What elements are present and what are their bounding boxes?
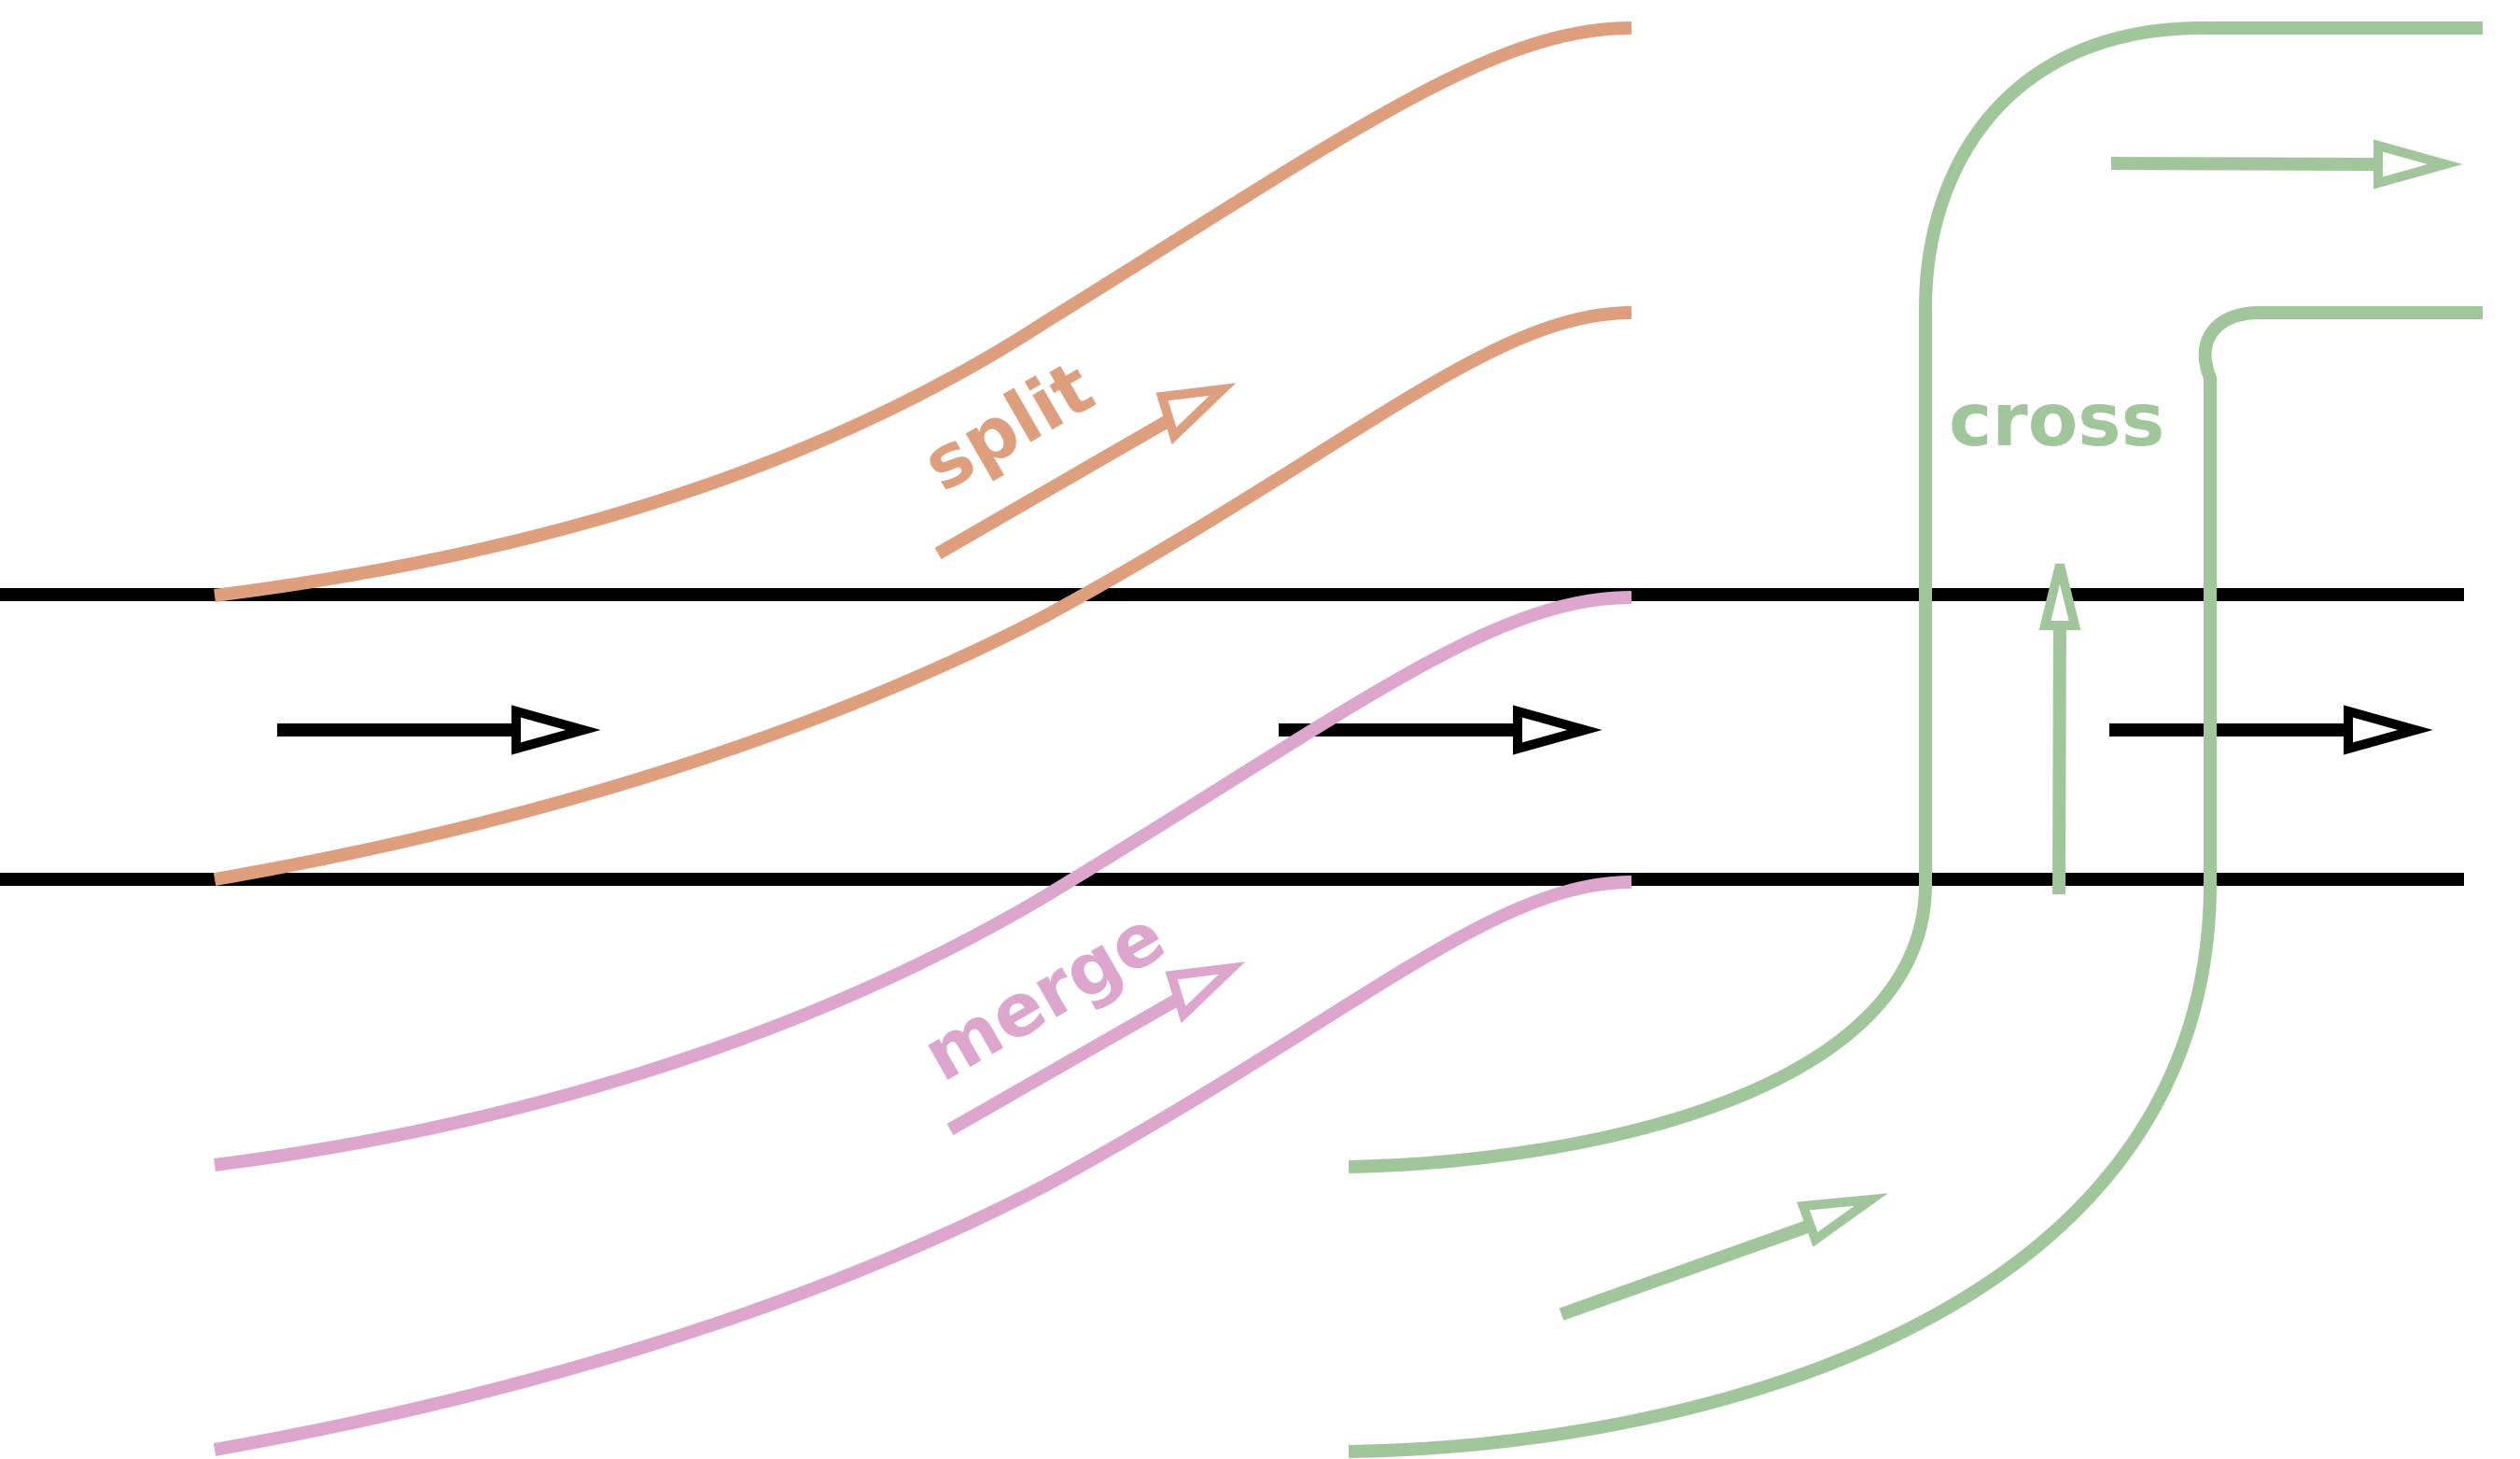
merge-arrow (946, 961, 1246, 1136)
merge-lane-lower-edge (213, 876, 1632, 1456)
merge-label: merge (910, 894, 1180, 1099)
cross-lane (1348, 21, 2483, 1458)
main-road-arrow-3 (2109, 705, 2433, 755)
split-lane (213, 21, 1632, 886)
cross-arrow-up (2038, 563, 2081, 895)
split-lane-upper-edge (214, 21, 1632, 602)
main-road (0, 588, 2464, 886)
main-road-arrow-1 (277, 705, 601, 755)
cross-arrow-in (1559, 1193, 1889, 1321)
split-lane-lower-edge (213, 306, 1632, 886)
cross-lane-right-edge (1348, 306, 2483, 1458)
cross-arrow-out (2110, 139, 2463, 189)
split-label: split (910, 345, 1108, 508)
split-arrow (934, 383, 1237, 560)
cross-lane-left-edge (1348, 21, 2483, 1173)
cross-label: cross (1949, 379, 2164, 463)
merge-lane (213, 591, 1632, 1456)
merge-lane-upper-edge (214, 591, 1632, 1171)
